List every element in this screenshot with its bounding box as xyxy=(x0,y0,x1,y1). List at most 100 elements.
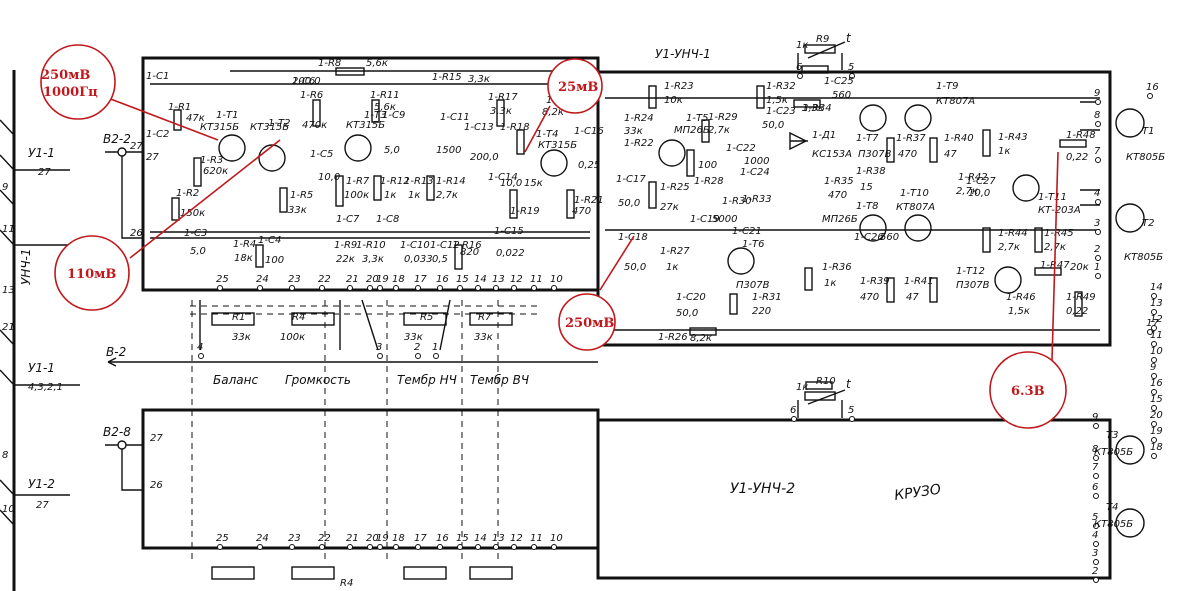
board1-pin-15-terminal xyxy=(457,285,463,291)
edge-pin-19-9: 19 xyxy=(1150,426,1163,437)
board2-pin-15: 15 xyxy=(456,533,469,544)
amp2-block: У1-УНЧ-2 КРУЗО xyxy=(141,408,1112,580)
part-label-c19v: 5000 xyxy=(712,214,737,225)
edge-pin-10-4: 10 xyxy=(1150,346,1163,357)
board1-pin-15: 15 xyxy=(456,274,469,285)
board1-right-pin-7-3-terminal xyxy=(1095,157,1101,163)
part-label-c15: 1-С15 xyxy=(494,226,524,237)
part-label-r6v: 470к xyxy=(302,120,327,131)
edge-pin-9-5-terminal xyxy=(1151,373,1157,379)
part-label-t3: 1-Т3 xyxy=(364,110,386,121)
part-label-c18v: 50,0 xyxy=(624,262,646,273)
part-label-t12m: П307В xyxy=(956,280,990,291)
part-label-r5: 1-R5 xyxy=(290,190,313,201)
part-label-c1: 1-С1 xyxy=(146,71,169,82)
edge-pin-12-2: 12 xyxy=(1150,314,1163,325)
board1-pin-19: 19 xyxy=(376,274,389,285)
part-label-r24: 1-R24 xyxy=(624,113,654,124)
board1-pin-11-terminal xyxy=(531,285,537,291)
board2-right-pin-6-3: 6 xyxy=(1092,482,1098,493)
thermistor2-pin-6: 6 xyxy=(790,405,796,416)
board2-pin-14-terminal xyxy=(475,544,481,550)
part-label-t1m: КТ805Б xyxy=(1126,152,1165,163)
board2-pin-17-terminal xyxy=(415,544,421,550)
part-label-r8: 1-R8 xyxy=(318,58,341,69)
pot-pin-3: 3 xyxy=(376,342,382,353)
part-label-t4: 1-Т4 xyxy=(536,129,558,140)
part-label-c3v: 5,0 xyxy=(190,246,206,257)
board1-right-pin-16-1: 16 xyxy=(1146,82,1159,93)
board2-pin-22: 22 xyxy=(318,533,331,544)
board1-right-pin-2-8: 2 xyxy=(1094,244,1100,255)
part-label-r34v: 3,3к xyxy=(802,103,824,114)
board2-right-pin-4-5: 4 xyxy=(1092,530,1098,541)
part-label-d1m: КС153А xyxy=(812,149,852,160)
board1-right-pin-6-4: 6 xyxy=(796,62,802,73)
part-label-c14: 1-С14 xyxy=(488,172,518,183)
pot-pin-2-terminal xyxy=(415,353,421,359)
part-label-c5: 1-С5 xyxy=(310,149,333,160)
left-pin-10: 10 xyxy=(2,504,15,515)
board2-pin-25: 25 xyxy=(216,533,229,544)
input-label-v2: В-2 xyxy=(106,345,126,359)
board2-pin-23-terminal xyxy=(289,544,295,550)
part-label-r32: 1-R32 xyxy=(766,81,796,92)
board2-pin-13-terminal xyxy=(493,544,499,550)
board1-right-pin-5-5: 5 xyxy=(848,62,854,73)
edge-pin-20-8-terminal xyxy=(1151,421,1157,427)
board2-pin-18-terminal xyxy=(393,544,399,550)
board2-pin-16: 16 xyxy=(436,533,449,544)
part-label-c5v: 10,0 xyxy=(318,172,340,183)
part-label-r2b: R4 xyxy=(340,578,353,589)
part-label-t4: Т4 xyxy=(1106,502,1118,513)
board1-pin-13-terminal xyxy=(493,285,499,291)
left-pin-13: 13 xyxy=(2,285,15,296)
left-pin-11: 11 xyxy=(2,224,15,235)
part-label-r48: 1-R48 xyxy=(1066,130,1096,141)
part-label-r7v: 100к xyxy=(344,190,369,201)
board2-pin-14: 14 xyxy=(474,533,487,544)
edge-pin-9-5: 9 xyxy=(1150,362,1156,373)
board2-pin-24: 24 xyxy=(256,533,269,544)
board2-right-pin-8-1-terminal xyxy=(1093,455,1099,461)
board2-right-pin-7-2: 7 xyxy=(1092,462,1099,473)
resistors xyxy=(171,65,1087,390)
board1-right-pin-3-7-terminal xyxy=(1095,229,1101,235)
part-label-c13: 1-С13 xyxy=(464,122,494,133)
part-label-r36: 1-R36 xyxy=(822,262,852,273)
part-label-t4m: КТ805Б xyxy=(1094,519,1133,530)
board2-pin-15-terminal xyxy=(457,544,463,550)
control-bass-label: Тембр НЧ xyxy=(397,373,457,387)
board2-pin-23: 23 xyxy=(288,533,301,544)
part-label-c19: 1-С19 xyxy=(690,214,720,225)
part-label-c25: 1-С25 xyxy=(824,76,854,87)
part-label-t9: 1-Т9 xyxy=(936,81,958,92)
potentiometers xyxy=(199,299,513,580)
part-label-r20v: 8,2к xyxy=(542,107,564,118)
board1-pin-14-terminal xyxy=(475,285,481,291)
board2-right-pin-2-7: 2 xyxy=(1092,566,1098,577)
part-label-r3: 1-R3 xyxy=(200,155,223,166)
part-label-c20v: 50,0 xyxy=(676,308,698,319)
input-label-v22: В2-2 xyxy=(103,132,131,146)
edge-pin-12-2-terminal xyxy=(1151,325,1157,331)
part-label-c12v: 0,5 xyxy=(432,254,448,265)
part-label-t7: 1-Т7 xyxy=(856,133,879,144)
board1-right-pin-9-0-terminal xyxy=(1095,99,1101,105)
part-label-r14: 1-R14 xyxy=(436,176,466,187)
part-label-t7m: П307В xyxy=(858,149,892,160)
left-label-u1b-pins: 4,3,2,1 xyxy=(28,382,63,393)
measurement-annotations: 250мВ 1000Гц 110мВ 25мВ 250мВ 6.3В xyxy=(40,44,1067,429)
part-label-t4m: КТ315Б xyxy=(538,140,577,151)
part-label-r45: 1-R45 xyxy=(1044,228,1074,239)
board1-pin-12-terminal xyxy=(511,285,517,291)
part-label-c8: 1-С8 xyxy=(376,214,399,225)
part-label-c4: 1-С4 xyxy=(258,235,281,246)
kruzo-label: КРУЗО xyxy=(893,482,942,504)
part-label-r40v: 47 xyxy=(944,149,957,160)
board2-right-pin-9-0: 9 xyxy=(1092,412,1098,423)
board1-pin-23: 23 xyxy=(288,274,301,285)
part-label-t2: 1-Т2 xyxy=(268,118,290,129)
board1-right-pin-9-0: 9 xyxy=(1094,88,1100,99)
edge-pin-11-3: 11 xyxy=(1150,330,1163,341)
